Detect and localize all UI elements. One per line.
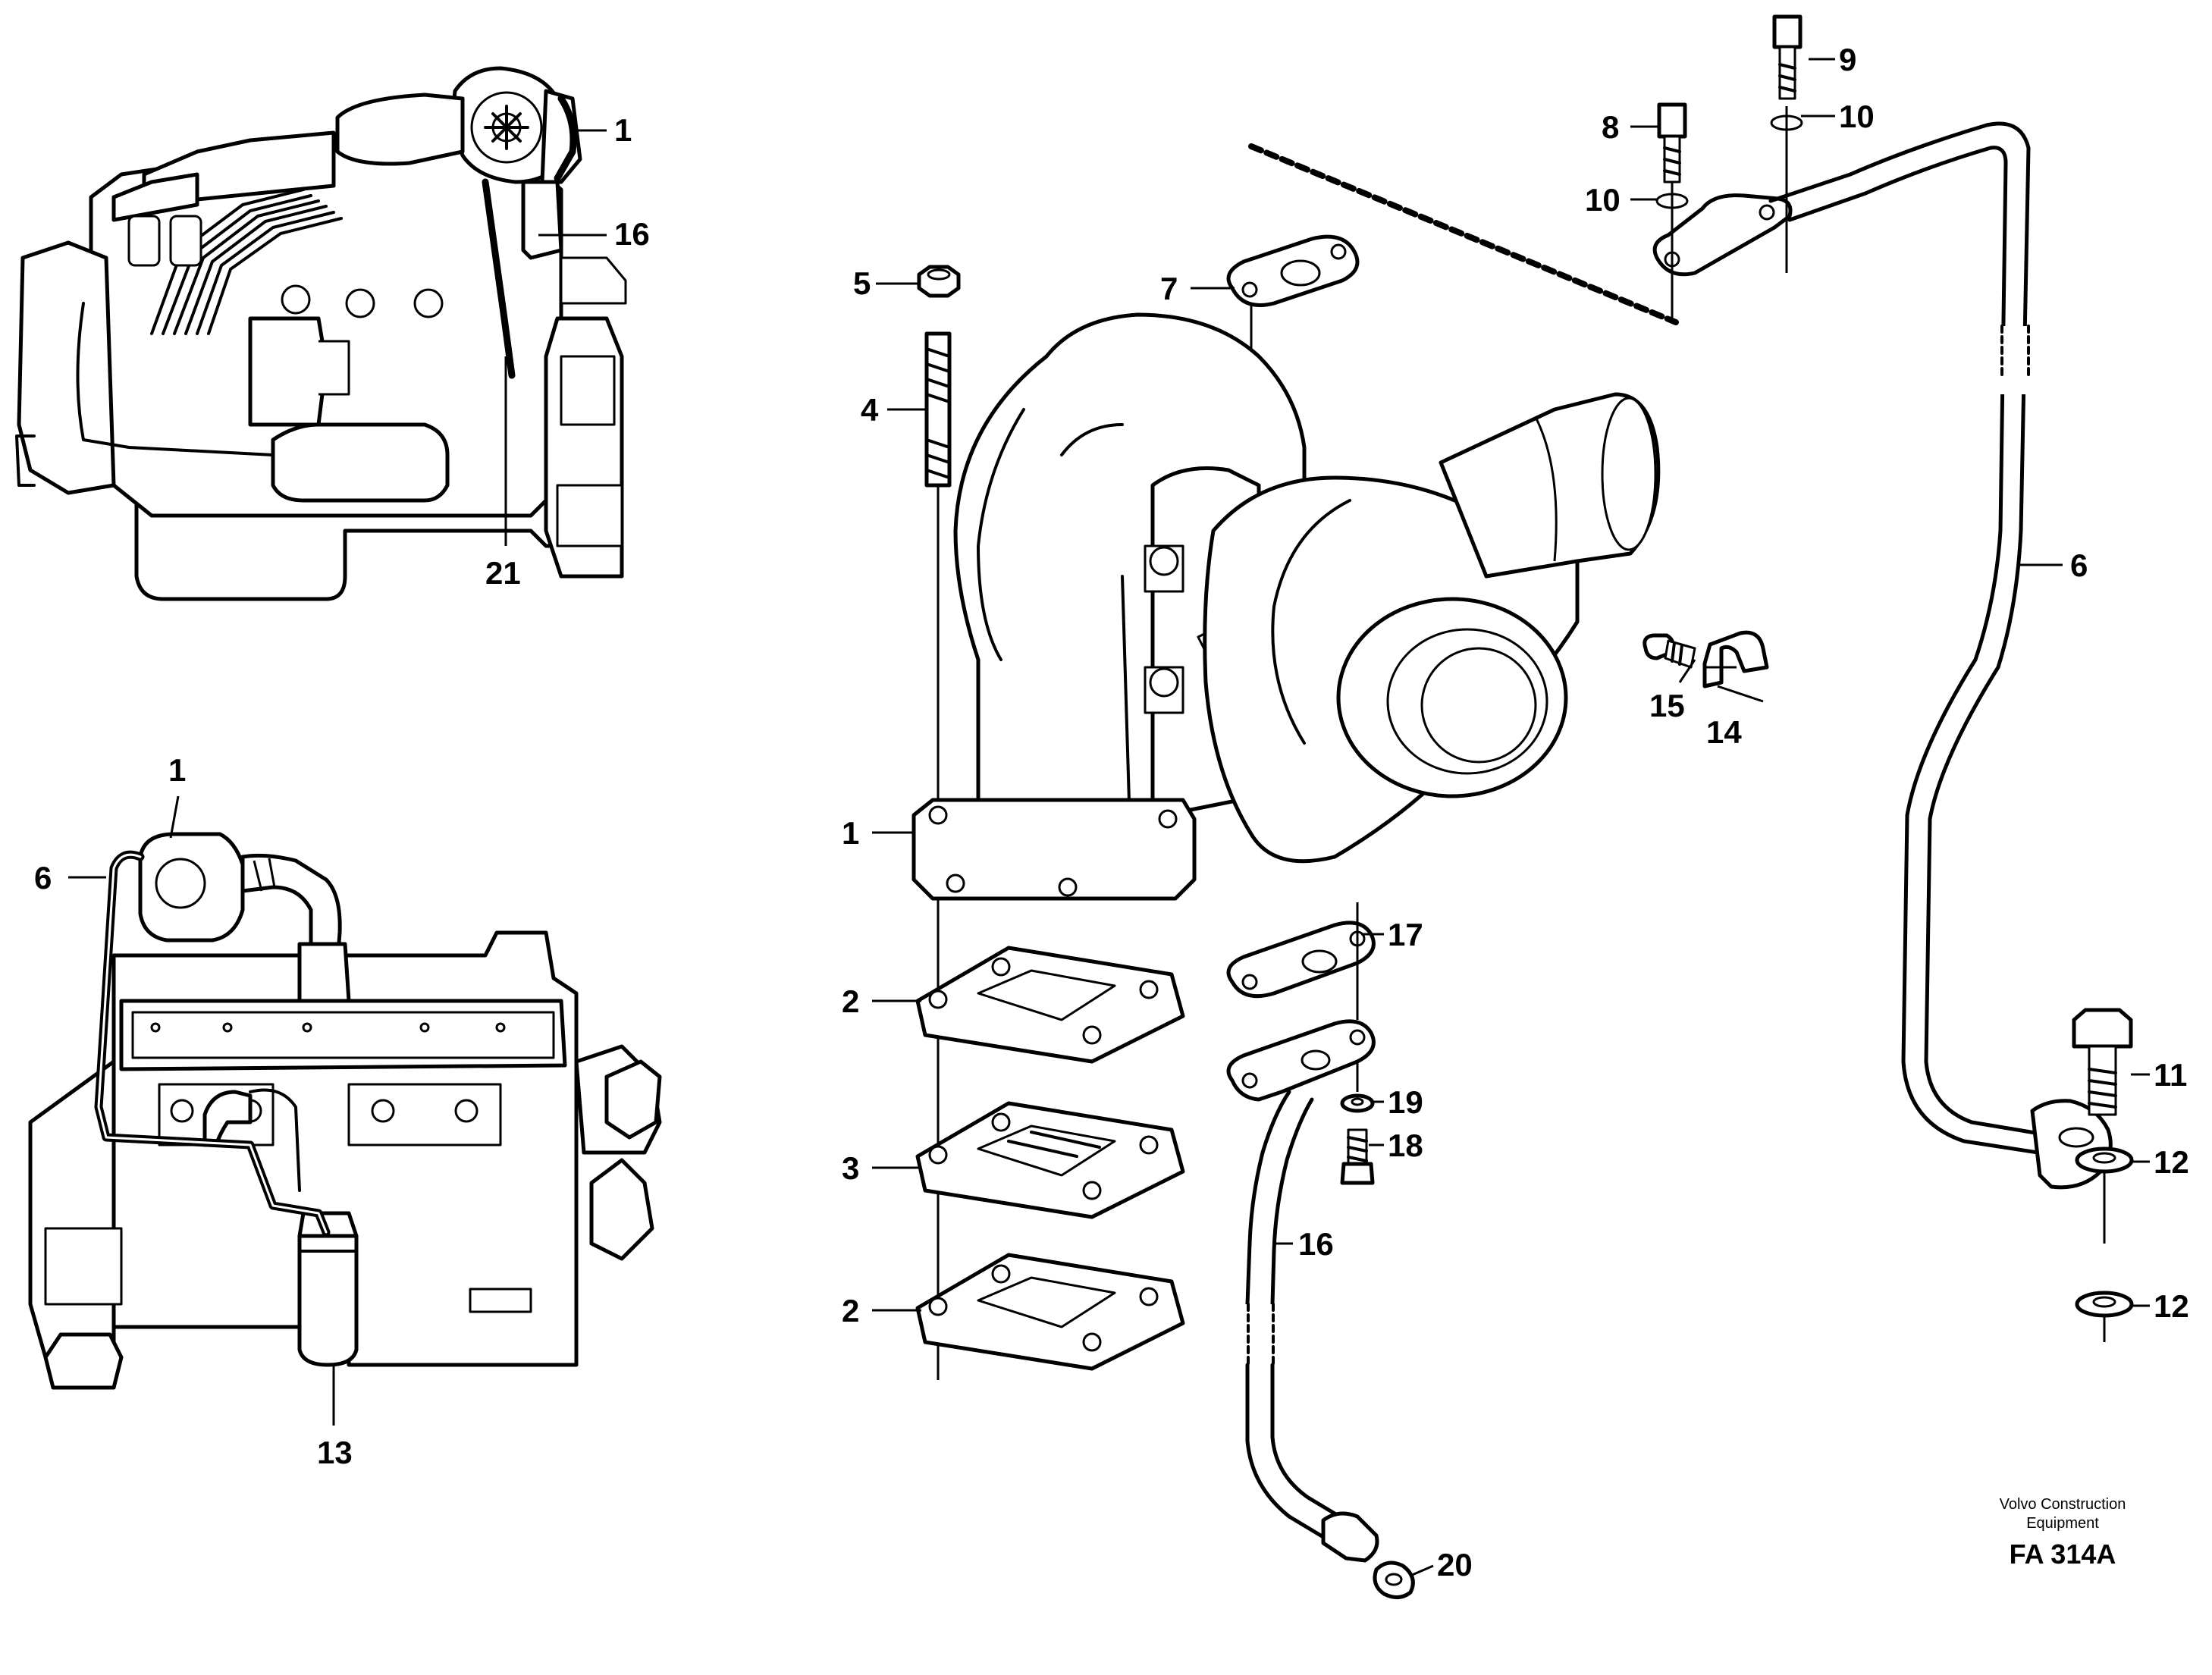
brand-line-2: Equipment (2026, 1515, 2099, 1532)
turbocharger-assembly (911, 14, 2134, 1599)
label-pipe-16: 16 (1298, 1226, 1334, 1262)
label-gasket-2-upper: 2 (842, 983, 859, 1019)
label-washer-12-lower: 12 (2154, 1288, 2189, 1324)
label-engine-bottom-13: 13 (317, 1435, 353, 1470)
label-gasket-7: 7 (1160, 271, 1178, 306)
label-bolt-8: 8 (1602, 109, 1619, 145)
label-engine-bottom-6: 6 (34, 860, 52, 896)
label-plate-3: 3 (842, 1150, 859, 1186)
label-bolt-11: 11 (2154, 1057, 2187, 1093)
label-washer-10-right: 10 (1839, 99, 1875, 134)
label-bracket-14: 14 (1706, 714, 1742, 750)
label-washer-20: 20 (1437, 1547, 1473, 1582)
label-stud-4: 4 (861, 392, 879, 428)
label-turbocharger-1: 1 (842, 815, 859, 851)
engine-view-top (15, 66, 627, 601)
label-engine-top-1: 1 (614, 112, 632, 148)
drawing-footer: Volvo Construction Equipment FA 314A (2000, 1496, 2126, 1570)
label-washer-19: 19 (1388, 1084, 1423, 1120)
label-nut-5: 5 (853, 265, 871, 301)
leader-lines (68, 58, 2150, 1577)
label-engine-bottom-1: 1 (168, 752, 186, 788)
drawing-code: FA 314A (2010, 1539, 2116, 1570)
label-screw-18: 18 (1388, 1128, 1423, 1163)
engine-view-bottom (28, 832, 662, 1390)
callout-labels: 1 16 21 1 6 13 5 4 1 2 3 2 7 8 9 10 10 6… (34, 42, 2189, 1582)
label-engine-top-21: 21 (485, 555, 521, 591)
label-gasket-17: 17 (1388, 917, 1423, 952)
label-pipe-6: 6 (2070, 547, 2088, 583)
label-washer-12-upper: 12 (2154, 1144, 2189, 1180)
brand-line-1: Volvo Construction (2000, 1496, 2126, 1513)
label-washer-10-left: 10 (1585, 182, 1621, 218)
label-engine-top-16: 16 (614, 216, 650, 252)
label-gasket-2-lower: 2 (842, 1293, 859, 1328)
label-screw-15: 15 (1649, 688, 1685, 723)
label-bolt-9: 9 (1839, 42, 1856, 77)
